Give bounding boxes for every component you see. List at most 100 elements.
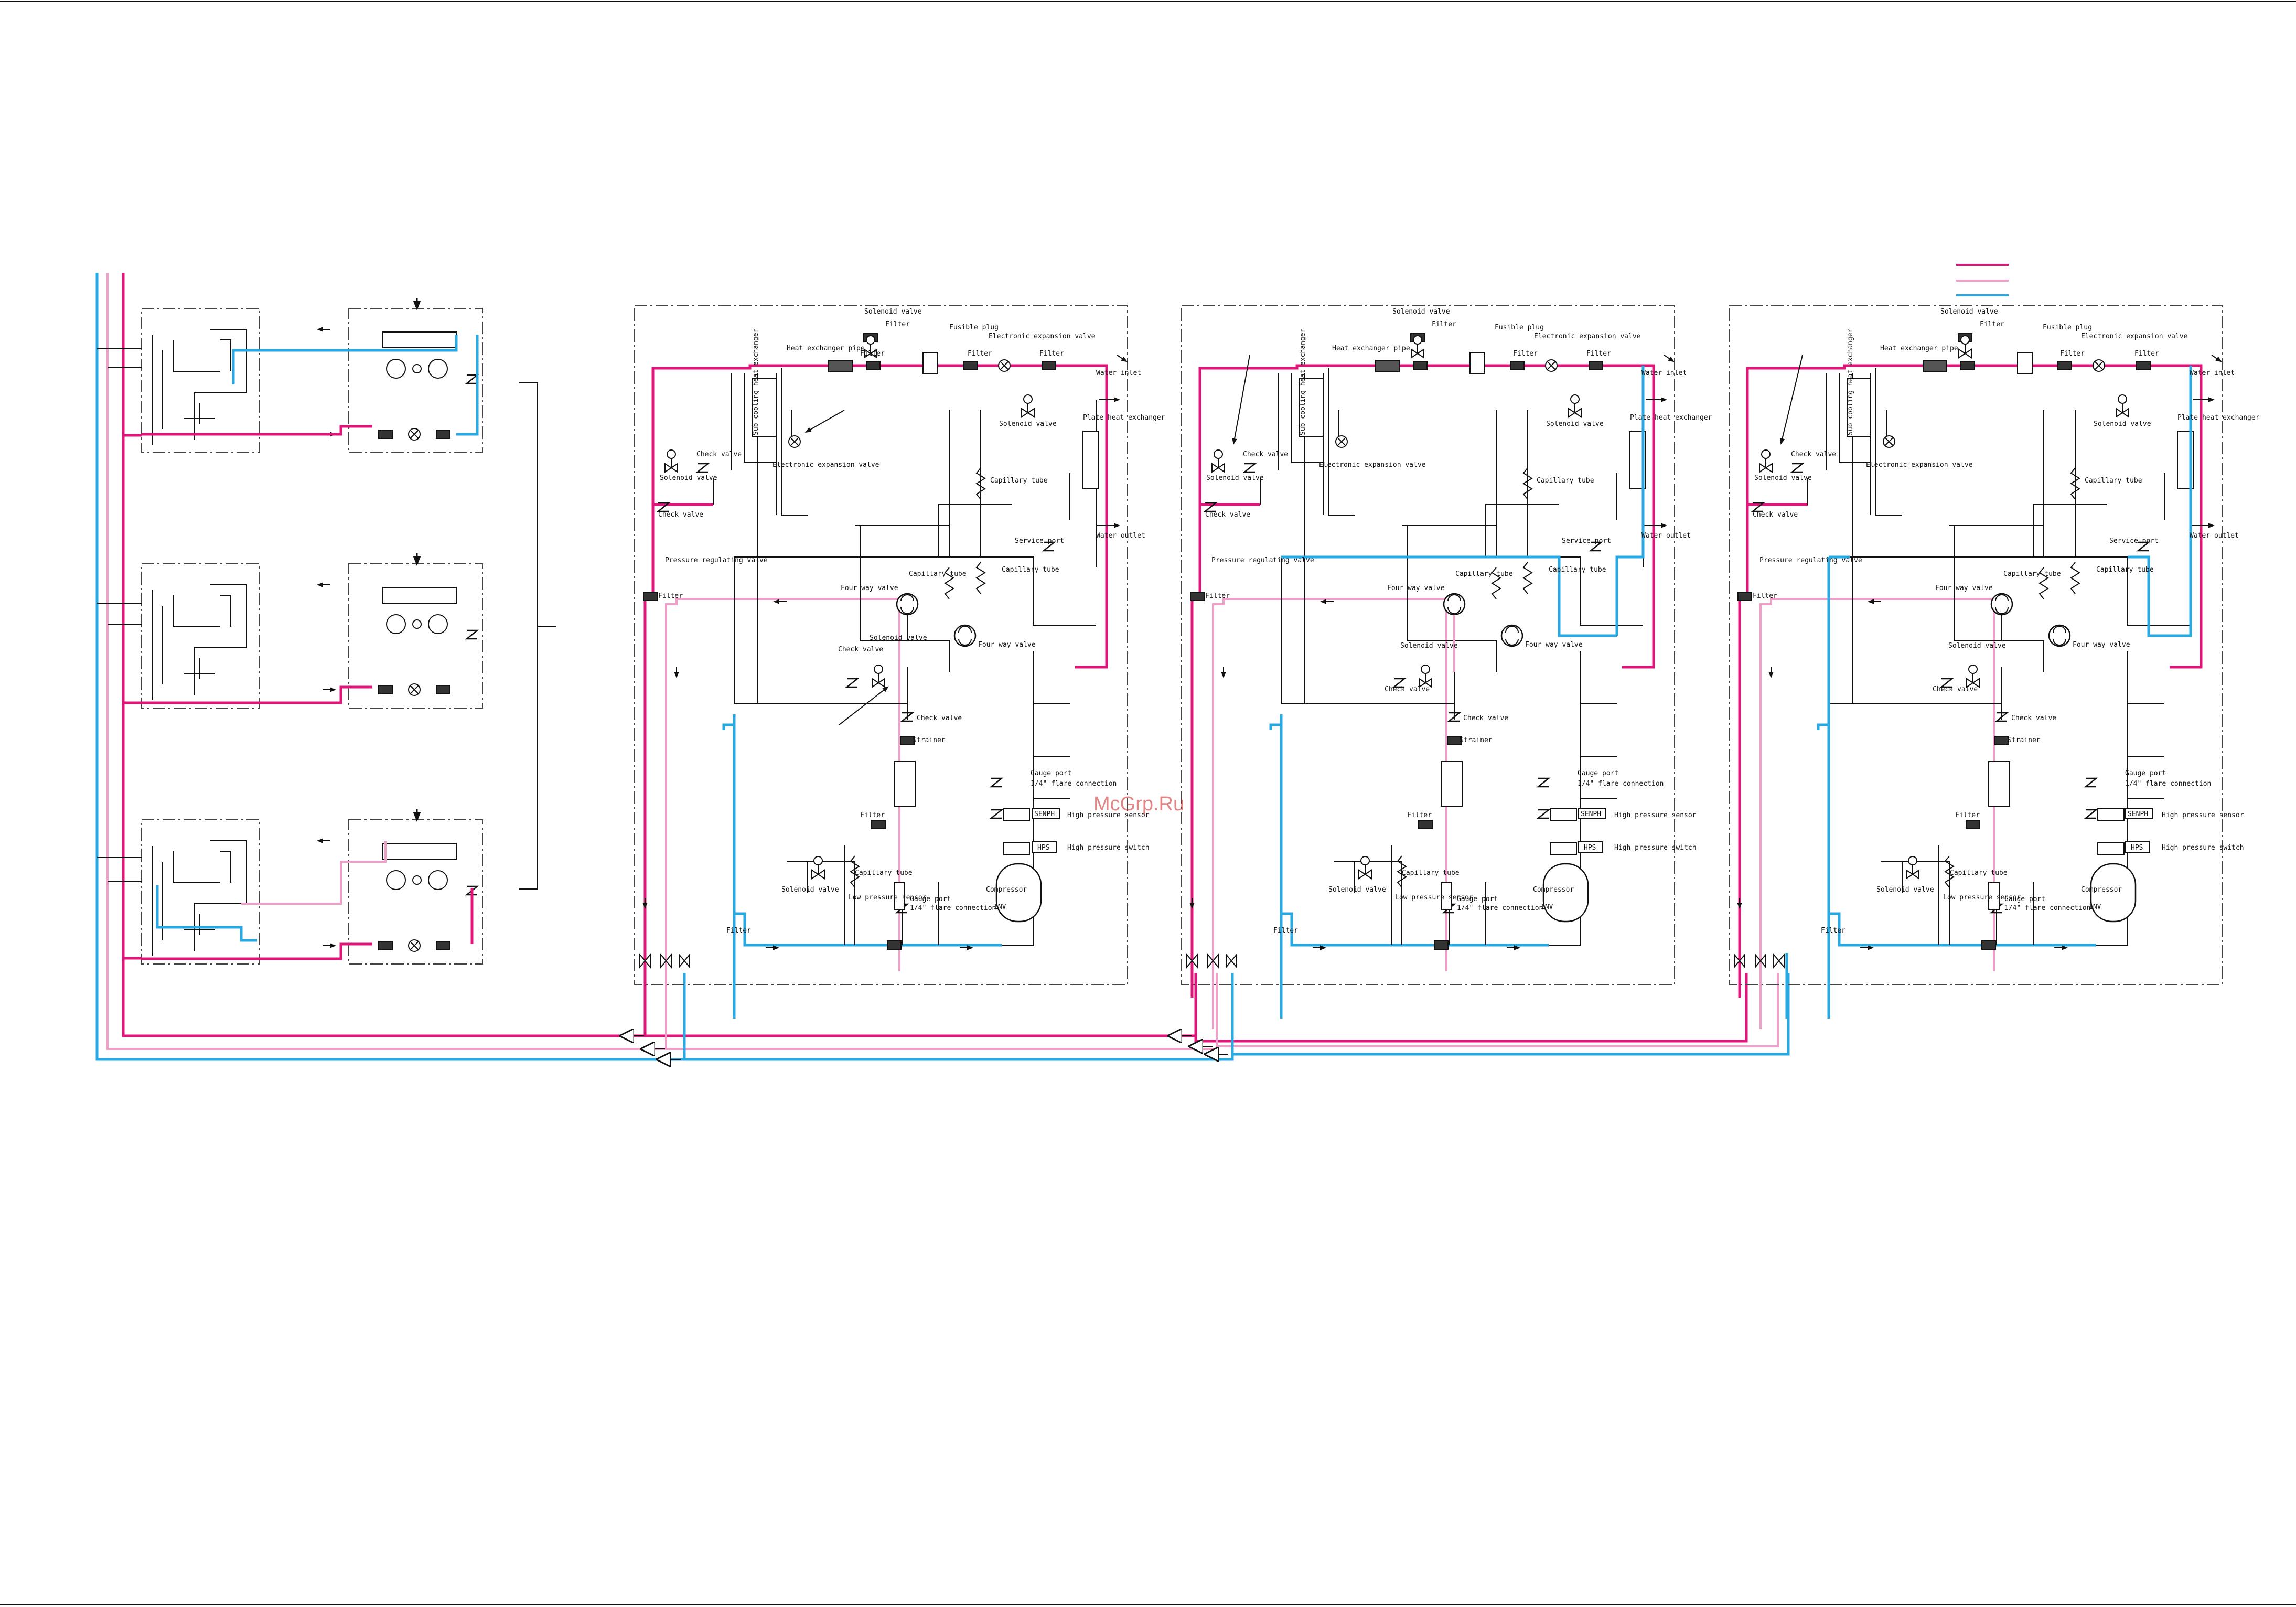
label-filter-u3-6: Filter bbox=[1955, 811, 1980, 819]
label-flare-connection: 1/4" flare connection bbox=[1031, 780, 1117, 788]
label-service-port-u3: Service port bbox=[2109, 537, 2159, 545]
label-capillary-tube-2: Capillary tube bbox=[909, 570, 967, 578]
label-solenoid-valve-u2-3: Solenoid valve bbox=[1206, 474, 1264, 482]
label-senph-u2: SENPH bbox=[1581, 810, 1601, 818]
label-solenoid-valve-u2-4: Solenoid valve bbox=[1400, 642, 1458, 650]
label-filter-u2-4: Filter bbox=[1586, 350, 1611, 358]
label-electronic-expansion-valve-2: Electronic expansion valve bbox=[773, 461, 879, 469]
label-inv-u3: INV bbox=[2089, 903, 2101, 911]
label-four-way-valve: Four way valve bbox=[841, 584, 898, 592]
label-strainer: Strainer bbox=[913, 736, 946, 744]
label-filter-u3-5: Filter bbox=[1753, 592, 1777, 600]
label-plate-heat-exchanger-u3: Plate heat exchanger bbox=[2177, 414, 2260, 422]
label-solenoid-valve-4: Solenoid valve bbox=[870, 634, 927, 642]
label-pressure-regulating-valve: Pressure regulating valve bbox=[665, 556, 768, 564]
label-check-valve-3: Check valve bbox=[838, 646, 883, 653]
label-filter-u2-3: Filter bbox=[1513, 350, 1538, 358]
label-water-inlet: Water inlet bbox=[1096, 369, 1141, 377]
indoor-unit-3 bbox=[142, 809, 482, 964]
label-filter-u3-3: Filter bbox=[2060, 350, 2085, 358]
label-capillary-tube-u2-3: Capillary tube bbox=[1549, 566, 1606, 574]
labels-outdoor-unit-1: Solenoid valve Filter Fusible plug Elect… bbox=[658, 308, 1165, 935]
label-check-valve-u2-3: Check valve bbox=[1385, 685, 1430, 693]
label-check-valve-u2-2: Check valve bbox=[1205, 511, 1250, 519]
label-water-outlet: Water outlet bbox=[1096, 532, 1145, 540]
outdoor-unit-1 bbox=[635, 305, 1128, 1029]
label-fusible-plug: Fusible plug bbox=[949, 324, 999, 331]
label-check-valve-u2-4: Check valve bbox=[1463, 714, 1508, 722]
label-filter-u2-5: Filter bbox=[1205, 592, 1230, 600]
label-gauge-port-2: Gauge port bbox=[910, 895, 951, 903]
label-water-inlet-u2: Water inlet bbox=[1641, 369, 1687, 377]
label-high-pressure-sensor: High pressure sensor bbox=[1067, 811, 1150, 819]
label-check-valve-4: Check valve bbox=[917, 714, 962, 722]
label-service-port-u2: Service port bbox=[1562, 537, 1611, 545]
label-fusible-plug-u3: Fusible plug bbox=[2043, 324, 2092, 331]
indoor-unit-2 bbox=[142, 553, 482, 708]
label-filter-u3-7: Filter bbox=[1821, 927, 1846, 935]
label-fusible-plug-u2: Fusible plug bbox=[1495, 324, 1544, 331]
label-plate-heat-exchanger: Plate heat exchanger bbox=[1083, 414, 1165, 422]
label-pressure-regulating-valve-u3: Pressure regulating valve bbox=[1759, 556, 1862, 564]
label-gauge-port-u2: Gauge port bbox=[1578, 769, 1618, 777]
label-low-pressure-sensor-u2: Low pressure sensor bbox=[1395, 894, 1473, 902]
label-solenoid-valve-u3-3: Solenoid valve bbox=[1754, 474, 1812, 482]
label-check-valve-u3-4: Check valve bbox=[2011, 714, 2056, 722]
label-solenoid-valve-u3-5: Solenoid valve bbox=[1876, 886, 1934, 894]
label-filter-6: Filter bbox=[860, 811, 885, 819]
indoor-unit-1 bbox=[142, 298, 482, 453]
label-solenoid-valve-u3-2: Solenoid valve bbox=[2094, 420, 2151, 428]
label-compressor-u3: Compressor bbox=[2081, 886, 2122, 894]
label-check-valve-u3-2: Check valve bbox=[1753, 511, 1798, 519]
outdoor-unit-2 bbox=[1182, 305, 1675, 1029]
label-service-port: Service port bbox=[1015, 537, 1064, 545]
label-electronic-expansion-valve-u3-2: Electronic expansion valve bbox=[1866, 461, 1973, 469]
label-filter-2: Filter bbox=[860, 350, 885, 358]
label-check-valve: Check valve bbox=[696, 451, 742, 458]
label-capillary-tube-u3: Capillary tube bbox=[2085, 477, 2142, 485]
label-low-pressure-sensor-u3: Low pressure sensor bbox=[1943, 894, 2021, 902]
label-gauge-port: Gauge port bbox=[1031, 769, 1071, 777]
label-flare-connection-u3-2: 1/4" flare connection bbox=[2004, 904, 2090, 912]
label-solenoid-valve-2: Solenoid valve bbox=[999, 420, 1057, 428]
label-capillary-tube-u3-4: Capillary tube bbox=[1950, 869, 2008, 877]
label-inv-u2: INV bbox=[1541, 903, 1553, 911]
label-filter-4: Filter bbox=[1039, 350, 1064, 358]
labels-outdoor-unit-3: Solenoid valve Filter Fusible plug Elect… bbox=[1753, 308, 2260, 935]
label-water-inlet-u3: Water inlet bbox=[2190, 369, 2235, 377]
label-filter-3: Filter bbox=[968, 350, 992, 358]
label-electronic-expansion-valve-u2-2: Electronic expansion valve bbox=[1319, 461, 1426, 469]
label-capillary-tube-u3-2: Capillary tube bbox=[2003, 570, 2061, 578]
label-water-outlet-u3: Water outlet bbox=[2190, 532, 2239, 540]
label-inv: INV bbox=[994, 903, 1006, 911]
label-senph: SENPH bbox=[1034, 810, 1055, 818]
label-high-pressure-sensor-u2: High pressure sensor bbox=[1614, 811, 1697, 819]
label-check-valve-u2: Check valve bbox=[1243, 451, 1288, 458]
label-strainer-u2: Strainer bbox=[1460, 736, 1493, 744]
label-capillary-tube-u3-3: Capillary tube bbox=[2096, 566, 2154, 574]
label-filter-u2-6: Filter bbox=[1407, 811, 1432, 819]
label-solenoid-valve: Solenoid valve bbox=[864, 308, 922, 316]
label-solenoid-valve-u2-2: Solenoid valve bbox=[1546, 420, 1604, 428]
label-compressor-u2: Compressor bbox=[1533, 886, 1574, 894]
label-capillary-tube-u2: Capillary tube bbox=[1537, 477, 1594, 485]
label-hps-u2: HPS bbox=[1584, 844, 1596, 852]
label-four-way-valve-u3: Four way valve bbox=[1935, 584, 1993, 592]
label-filter: Filter bbox=[885, 320, 910, 328]
label-four-way-valve-u3-2: Four way valve bbox=[2073, 641, 2130, 649]
label-solenoid-valve-u2: Solenoid valve bbox=[1392, 308, 1450, 316]
label-four-way-valve-u2-2: Four way valve bbox=[1525, 641, 1583, 649]
label-low-pressure-sensor: Low pressure sensor bbox=[849, 894, 927, 902]
label-flare-connection-u3: 1/4" flare connection bbox=[2125, 780, 2211, 788]
label-electronic-expansion-valve: Electronic expansion valve bbox=[989, 333, 1096, 340]
label-gauge-port-u3-2: Gauge port bbox=[2004, 895, 2045, 903]
label-water-outlet-u2: Water outlet bbox=[1641, 532, 1691, 540]
label-pressure-regulating-valve-u2: Pressure regulating valve bbox=[1211, 556, 1314, 564]
label-solenoid-valve-u3-4: Solenoid valve bbox=[1948, 642, 2006, 650]
label-filter-u2: Filter bbox=[1432, 320, 1456, 328]
label-filter-u2-7: Filter bbox=[1273, 927, 1298, 935]
label-flare-connection-u2: 1/4" flare connection bbox=[1578, 780, 1664, 788]
label-flare-connection-2: 1/4" flare connection bbox=[910, 904, 996, 912]
label-gauge-port-u2-2: Gauge port bbox=[1457, 895, 1498, 903]
